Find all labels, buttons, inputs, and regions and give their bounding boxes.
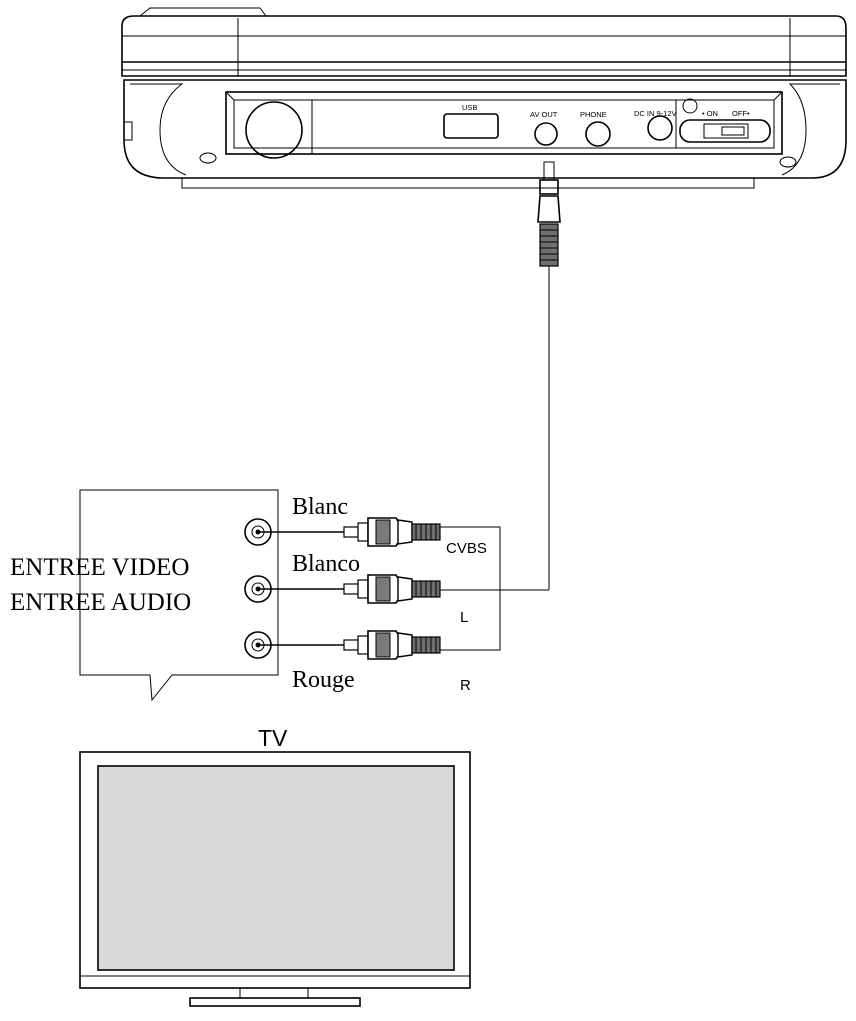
usb-port-label: USB	[462, 103, 477, 112]
blanc-label: Blanc	[292, 494, 348, 520]
dc-in-port-label: DC IN 9-12V	[634, 109, 677, 118]
rca-plug-video	[258, 517, 441, 547]
speaker-icon	[245, 101, 303, 159]
entree-video-label: ENTREE VIDEO	[10, 554, 189, 581]
entree-audio-label: ENTREE AUDIO	[10, 589, 191, 616]
tv-label: TV	[258, 725, 288, 751]
right-channel-label: R	[460, 677, 471, 694]
phone-port	[585, 121, 611, 147]
rca-plug-audio-left	[258, 574, 441, 604]
phone-port-label: PHONE	[580, 110, 607, 119]
dc-in-port	[647, 115, 673, 141]
blanco-label: Blanco	[292, 551, 360, 577]
cvbs-label: CVBS	[446, 540, 487, 557]
rca-plugs	[258, 517, 441, 660]
tv: TV	[79, 725, 471, 1007]
power-switch	[679, 119, 771, 143]
cables	[440, 266, 550, 651]
av-out-port-label: AV OUT	[530, 110, 558, 119]
tv-bezel	[79, 751, 471, 989]
rca-plug-audio-right	[258, 630, 441, 660]
tv-stand	[189, 997, 361, 1007]
av-out-port	[534, 122, 558, 146]
power-on-label: • ON	[702, 109, 718, 118]
rouge-label: Rouge	[292, 667, 355, 693]
left-channel-label: L	[460, 609, 468, 626]
tv-screen	[97, 765, 455, 971]
portable-player: USB AV OUT PHONE DC IN 9-12V • ON OFF•	[121, 7, 847, 189]
usb-port	[443, 113, 499, 139]
power-off-label: OFF•	[732, 109, 750, 118]
